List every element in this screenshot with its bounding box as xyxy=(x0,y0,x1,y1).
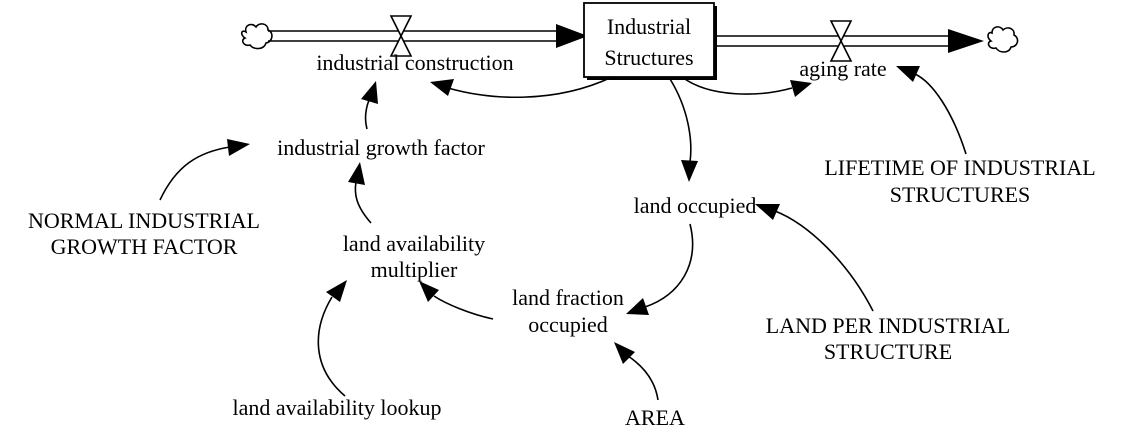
stock-label-line1: Industrial xyxy=(607,14,691,39)
link-structures-to-land-occupied xyxy=(669,78,698,182)
inflow-valve-icon xyxy=(389,15,413,57)
link-lifetime-to-aging-rate xyxy=(896,66,967,155)
constant-land-per-structure-line1: LAND PER INDUSTRIAL xyxy=(766,313,1010,338)
outflow-pipe xyxy=(717,29,984,53)
inflow-pipe xyxy=(268,24,588,48)
link-growth-factor-to-construction xyxy=(361,81,378,130)
link-lookup-to-multiplier xyxy=(317,280,347,397)
flow-label-aging-rate: aging rate xyxy=(799,56,886,81)
variable-land-fraction-occupied-line1: land fraction xyxy=(512,285,624,310)
sink-cloud-icon xyxy=(987,26,1019,53)
variable-land-availability-multiplier-line2: multiplier xyxy=(371,257,458,282)
constant-area: AREA xyxy=(625,405,685,430)
variable-industrial-growth-factor: industrial growth factor xyxy=(277,135,485,160)
stock-industrial-structures xyxy=(583,2,715,78)
lookup-land-availability: land availability lookup xyxy=(233,395,442,420)
constant-land-per-structure-line2: STRUCTURE xyxy=(824,339,952,364)
link-land-occupied-to-fraction xyxy=(626,223,694,315)
link-structures-to-aging-rate xyxy=(681,76,812,97)
constant-lifetime-line2: STRUCTURES xyxy=(890,182,1031,207)
link-land-per-structure-to-land-occupied xyxy=(755,204,874,312)
link-normal-growth-to-growth-factor xyxy=(159,139,250,201)
variable-land-fraction-occupied-line2: occupied xyxy=(528,312,607,337)
link-structures-to-construction xyxy=(430,76,613,99)
constant-normal-growth-line1: NORMAL INDUSTRIAL xyxy=(28,208,260,233)
link-multiplier-to-growth-factor xyxy=(348,162,372,224)
constant-normal-growth-line2: GROWTH FACTOR xyxy=(51,234,238,259)
flow-label-industrial-construction: industrial construction xyxy=(316,50,513,75)
constant-lifetime-line1: LIFETIME OF INDUSTRIAL xyxy=(824,155,1095,180)
variable-land-availability-multiplier-line1: land availability xyxy=(343,231,485,256)
source-cloud-icon xyxy=(240,23,273,50)
link-area-to-fraction xyxy=(614,342,659,401)
stock-label-line2: Structures xyxy=(604,45,693,70)
variable-land-occupied: land occupied xyxy=(634,193,757,218)
outflow-valve-icon xyxy=(829,20,853,62)
link-fraction-to-multiplier xyxy=(419,281,494,320)
